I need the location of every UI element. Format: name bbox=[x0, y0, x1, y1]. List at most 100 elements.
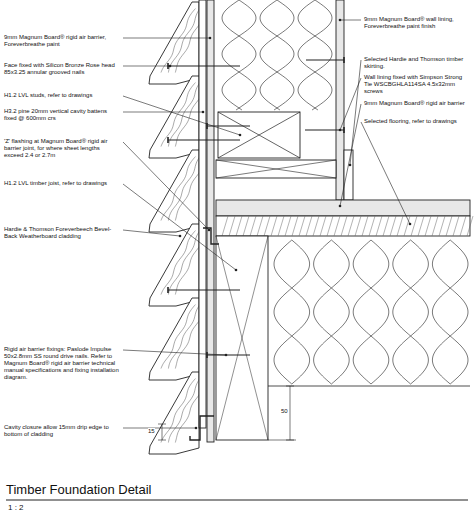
leader-line bbox=[123, 66, 170, 67]
flooring-hatch bbox=[369, 216, 375, 236]
cladding-nail-head bbox=[167, 137, 169, 143]
flooring-hatch bbox=[460, 216, 466, 236]
flooring-hatch bbox=[453, 216, 459, 236]
flooring-hatch bbox=[355, 216, 361, 236]
callout-note: 9mm Magnum Board® rigid air barrier, For… bbox=[4, 34, 120, 48]
insulation bbox=[222, 0, 332, 110]
insulation-loop bbox=[432, 240, 468, 384]
flooring-hatch bbox=[362, 216, 368, 236]
leader-dot bbox=[349, 164, 352, 167]
leader-dot bbox=[169, 65, 172, 68]
flooring-hatch bbox=[250, 216, 256, 236]
flooring-hatch bbox=[299, 216, 305, 236]
flooring-hatch bbox=[292, 216, 298, 236]
leader-line bbox=[123, 230, 180, 236]
wood-grain bbox=[168, 83, 200, 147]
insulation-loop bbox=[314, 240, 350, 384]
flooring-hatch bbox=[320, 216, 326, 236]
insulation-loop bbox=[353, 240, 389, 384]
lining-screw-head bbox=[343, 57, 345, 63]
leader-line bbox=[340, 20, 361, 21]
wood-grain bbox=[168, 9, 200, 73]
leader-line bbox=[123, 38, 210, 39]
callout-note: Selected Hardie and Thomson timber skirt… bbox=[364, 56, 470, 70]
flooring bbox=[216, 216, 470, 236]
flooring-hatch bbox=[411, 216, 417, 236]
rigid-air-barrier-floor bbox=[216, 200, 470, 216]
flooring-hatch bbox=[222, 216, 228, 236]
leaders bbox=[123, 19, 411, 430]
wood-grain bbox=[168, 157, 200, 221]
callout-note: Hardie & Thomson Foreverbeech Bevel-Back… bbox=[4, 226, 120, 240]
wood-grain bbox=[168, 305, 200, 369]
weatherboard bbox=[149, 76, 199, 158]
leader-dot bbox=[179, 235, 182, 238]
lvl-joist bbox=[216, 236, 268, 440]
z-flashing bbox=[203, 228, 219, 244]
insulation-loop bbox=[393, 240, 429, 384]
leader-dot bbox=[209, 37, 212, 40]
flooring-hatch bbox=[264, 216, 270, 236]
flooring-hatch bbox=[348, 216, 354, 236]
drawing-title: Timber Foundation Detail bbox=[6, 482, 151, 497]
lvl-stud bbox=[218, 112, 300, 158]
insulation-loop bbox=[393, 240, 429, 384]
lining-screw-head bbox=[343, 127, 345, 133]
callout-note: Selected flooring, refer to drawings bbox=[364, 118, 470, 125]
dimension-line bbox=[158, 424, 166, 440]
leader-dot bbox=[235, 269, 238, 272]
leader-line bbox=[123, 350, 226, 355]
cladding-nail bbox=[168, 289, 240, 290]
callout-note: H1.2 LVL timber joist, refer to drawings bbox=[4, 180, 120, 187]
flooring-hatch bbox=[341, 216, 347, 236]
callout-note: H3.2 pine 20mm vertical cavity battens f… bbox=[4, 108, 120, 122]
flooring-hatch bbox=[432, 216, 438, 236]
leader-line bbox=[123, 96, 240, 135]
cladding-nail bbox=[168, 139, 240, 140]
leader-dot bbox=[202, 111, 205, 114]
flooring-hatch bbox=[327, 216, 333, 236]
leader-line bbox=[340, 104, 361, 206]
flooring-hatch bbox=[397, 216, 403, 236]
insulation-loop bbox=[298, 0, 332, 110]
leader-dot bbox=[208, 229, 211, 232]
skirting bbox=[344, 150, 353, 200]
bottom-plate bbox=[216, 160, 336, 178]
leader-dot bbox=[239, 134, 242, 137]
flooring-hatch bbox=[313, 216, 319, 236]
insulation-loop bbox=[274, 240, 310, 384]
callout-note: Rigid air barrier fixings: Paslode Impul… bbox=[4, 346, 120, 381]
flooring-hatch bbox=[334, 216, 340, 236]
callout-note: 9mm Magnum Board® rigid air barrier bbox=[364, 100, 470, 107]
flooring-hatch bbox=[257, 216, 263, 236]
insulation-loop bbox=[260, 0, 294, 110]
flooring-hatch bbox=[446, 216, 452, 236]
cladding-nail-head bbox=[167, 287, 169, 293]
weatherboard bbox=[149, 298, 199, 380]
insulation-loop bbox=[314, 240, 350, 384]
flooring-hatch bbox=[229, 216, 235, 236]
leader-dot bbox=[195, 427, 198, 430]
leader-dot bbox=[339, 129, 342, 132]
flooring-hatch bbox=[383, 216, 389, 236]
flooring-hatch bbox=[404, 216, 410, 236]
insulation-loop bbox=[260, 0, 294, 110]
callout-note: 9mm Magnum Board® wall lining, Foreverbr… bbox=[364, 16, 470, 30]
section-cross bbox=[216, 160, 336, 178]
insulation-loop bbox=[222, 0, 256, 110]
wall-lining bbox=[336, 0, 344, 200]
flooring-hatch bbox=[236, 216, 242, 236]
flooring-hatch bbox=[271, 216, 277, 236]
cavity-batten bbox=[199, 0, 206, 428]
dimensions bbox=[158, 386, 296, 440]
lining-screw bbox=[306, 59, 344, 60]
air-barrier-nail-head bbox=[206, 352, 208, 358]
dimension-value: 50 bbox=[281, 408, 288, 415]
dimension-line bbox=[268, 386, 296, 440]
insulation-loop bbox=[274, 240, 310, 384]
callout-note: H1.2 LVL studs, refer to drawings bbox=[4, 92, 120, 99]
section-cross bbox=[216, 236, 268, 440]
weatherboard bbox=[149, 150, 199, 232]
framing bbox=[168, 0, 473, 442]
leader-dot bbox=[339, 205, 342, 208]
